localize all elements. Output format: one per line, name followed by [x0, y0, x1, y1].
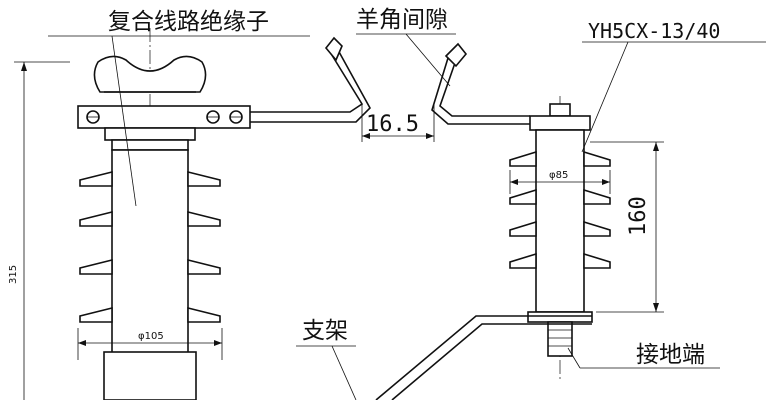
bracket-label: 支架 — [302, 318, 348, 344]
composite-insulator — [14, 28, 251, 400]
ground-terminal-label: 接地端 — [636, 342, 705, 368]
arrester-diameter-value: φ85 — [549, 170, 568, 181]
surge-arrester — [509, 96, 664, 380]
arcing-horn-label: 羊角间隙 — [356, 7, 448, 33]
gap-dimension — [361, 104, 435, 142]
total-height-value: 315 — [8, 265, 19, 284]
insulator-label: 复合线路绝缘子 — [108, 9, 269, 35]
insulator-diameter-value: φ105 — [138, 331, 164, 342]
gap-dimension-value: 16.5 — [366, 112, 419, 137]
arcing-horn-left — [250, 36, 371, 123]
model-label: YH5CX-13/40 — [588, 19, 720, 43]
arcing-horn-right — [431, 42, 530, 125]
arrester-height-value: 160 — [626, 196, 651, 236]
leader-lines — [48, 33, 766, 400]
support-bracket — [375, 315, 592, 400]
